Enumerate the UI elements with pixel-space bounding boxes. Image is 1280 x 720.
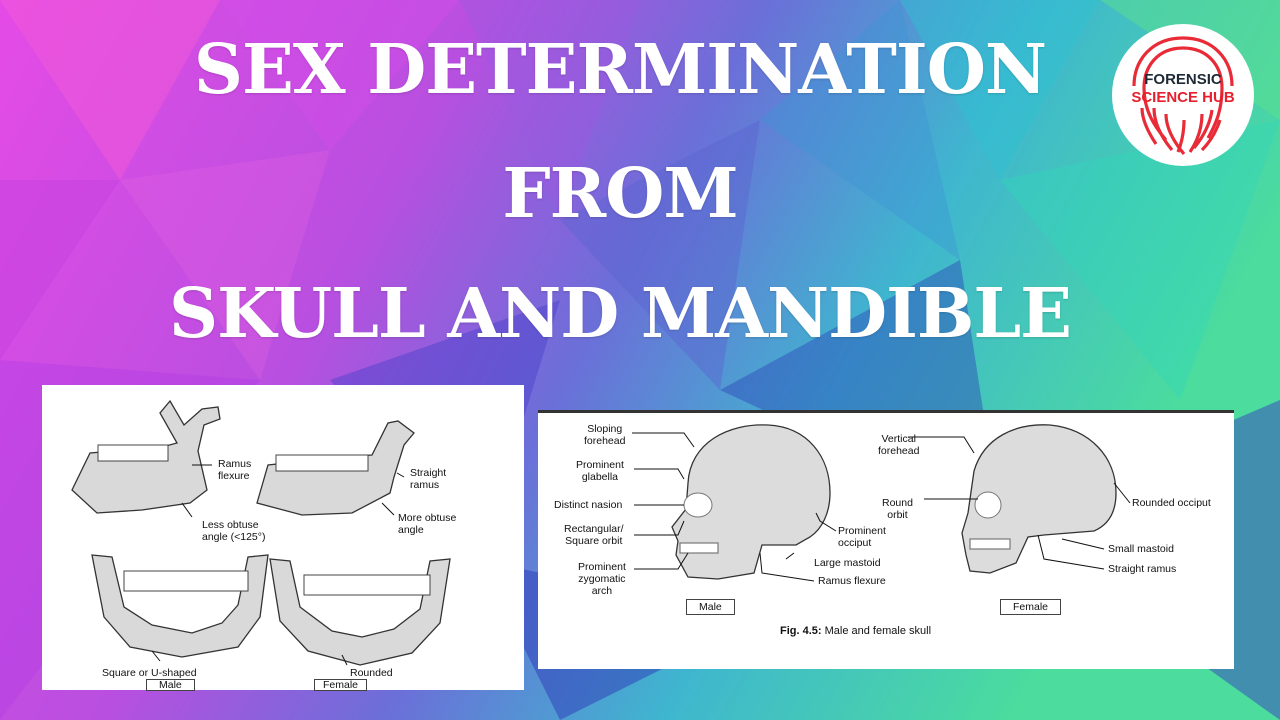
logo-text-science-hub: SCIENCE HUB: [1131, 89, 1235, 106]
label-round-orbit: Round orbit: [882, 497, 913, 521]
fingerprint-icon: [1132, 36, 1234, 156]
male-box: Male: [146, 679, 195, 691]
male-skull: [671, 424, 831, 580]
title-line-2: FROM: [502, 154, 738, 234]
caption-fig-number: Fig. 4.5:: [780, 625, 822, 637]
skull-illustrations: [632, 424, 1131, 582]
label-rectangular-orbit: Rectangular/ Square orbit: [564, 523, 624, 547]
label-more-obtuse-angle: More obtuse angle: [398, 512, 457, 536]
label-small-mastoid: Small mastoid: [1108, 543, 1174, 555]
mandible-illustrations: [71, 399, 451, 666]
title-line-3: SKULL AND MANDIBLE: [168, 274, 1072, 354]
mandible-figure: Ramus flexure Less obtuse angle (<125°) …: [42, 385, 524, 691]
label-rounded: Rounded: [350, 667, 393, 679]
forensic-science-hub-logo: FORENSIC SCIENCE HUB: [1112, 24, 1254, 166]
male-mandible-front: [91, 554, 269, 658]
label-prominent-glabella: Prominent glabella: [576, 459, 624, 483]
figure-caption: Fig. 4.5: Male and female skull: [780, 625, 931, 637]
caption-text: Male and female skull: [824, 625, 932, 637]
skull-female-box: Female: [1000, 599, 1062, 615]
label-less-obtuse-angle: Less obtuse angle (<125°): [202, 519, 266, 543]
label-square-u-shaped: Square or U-shaped: [102, 667, 197, 679]
female-mandible-front: [269, 558, 451, 666]
skull-figure: Sloping forehead Prominent glabella Dist…: [538, 410, 1234, 669]
label-prominent-zygomatic-arch: Prominent zygomatic arch: [578, 561, 626, 597]
label-straight-ramus-skull: Straight ramus: [1108, 563, 1177, 575]
label-vertical-forehead: Vertical forehead: [878, 433, 920, 457]
label-ramus-flexure: Ramus flexure: [218, 458, 252, 482]
label-distinct-nasion: Distinct nasion: [554, 499, 623, 511]
female-box: Female: [314, 679, 368, 691]
label-rounded-occiput: Rounded occiput: [1132, 497, 1211, 509]
label-prominent-occiput: Prominent occiput: [838, 525, 886, 549]
label-sloping-forehead: Sloping forehead: [584, 423, 626, 447]
logo-text-forensic: FORENSIC: [1144, 71, 1222, 88]
skull-male-box: Male: [686, 599, 735, 615]
title-line-1: SEX DETERMINATION: [193, 30, 1047, 110]
label-ramus-flexure-skull: Ramus flexure: [818, 575, 886, 587]
label-straight-ramus: Straight ramus: [410, 467, 447, 491]
label-large-mastoid: Large mastoid: [814, 557, 881, 569]
female-skull: [961, 424, 1117, 574]
